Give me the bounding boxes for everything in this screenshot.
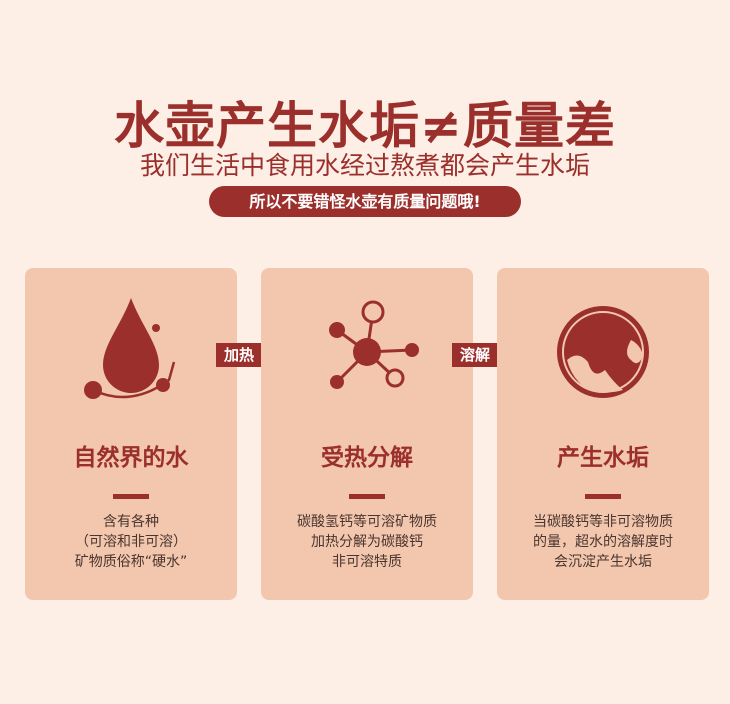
step-description: 含有各种 （可溶和非可溶） 矿物质俗称“硬水” — [25, 512, 237, 572]
divider — [349, 494, 385, 499]
divider — [113, 494, 149, 499]
arrow-label-heat: 加热 — [216, 337, 276, 373]
arrow-label: 溶解 — [460, 346, 491, 364]
arrow-label-dissolve: 溶解 — [452, 337, 512, 373]
arrow-label: 加热 — [224, 346, 255, 364]
step-title: 自然界的水 — [73, 445, 189, 471]
desc-line: 碳酸氢钙等可溶矿物质 — [297, 514, 437, 530]
desc-line: 含有各种 — [103, 514, 159, 530]
water-drop-icon — [84, 298, 176, 399]
desc-line: 当碳酸钙等非可溶物质 — [533, 514, 673, 530]
step-title: 受热分解 — [321, 445, 413, 471]
desc-line: 矿物质俗称“硬水” — [74, 554, 188, 570]
desc-line: （可溶和非可溶） — [75, 534, 187, 550]
scale-deposit-icon — [557, 306, 649, 398]
desc-line: 非可溶特质 — [332, 554, 402, 570]
step-card-decompose: 受热分解 碳酸氢钙等可溶矿物质 加热分解为碳酸钙 非可溶特质 — [261, 268, 473, 600]
subtitle: 我们生活中食用水经过熬煮都会产生水垢 — [139, 151, 590, 180]
divider — [585, 494, 621, 499]
step-card-scale: 产生水垢 当碳酸钙等非可溶物质 的量，超水的溶解度时 会沉淀产生水垢 — [497, 268, 709, 600]
desc-line: 会沉淀产生水垢 — [554, 554, 652, 570]
step-card-natural-water: 自然界的水 含有各种 （可溶和非可溶） 矿物质俗称“硬水” — [25, 268, 237, 600]
desc-line: 加热分解为碳酸钙 — [311, 534, 423, 550]
step-description: 碳酸氢钙等可溶矿物质 加热分解为碳酸钙 非可溶特质 — [261, 512, 473, 572]
step-title: 产生水垢 — [557, 445, 649, 471]
tagline-badge: 所以不要错怪水壶有质量问题哦! — [209, 186, 521, 217]
molecule-icon — [329, 300, 419, 389]
step-description: 当碳酸钙等非可溶物质 的量，超水的溶解度时 会沉淀产生水垢 — [497, 512, 709, 572]
page-title: 水壶产生水垢≠质量差 — [114, 97, 616, 155]
desc-line: 的量，超水的溶解度时 — [533, 534, 673, 550]
